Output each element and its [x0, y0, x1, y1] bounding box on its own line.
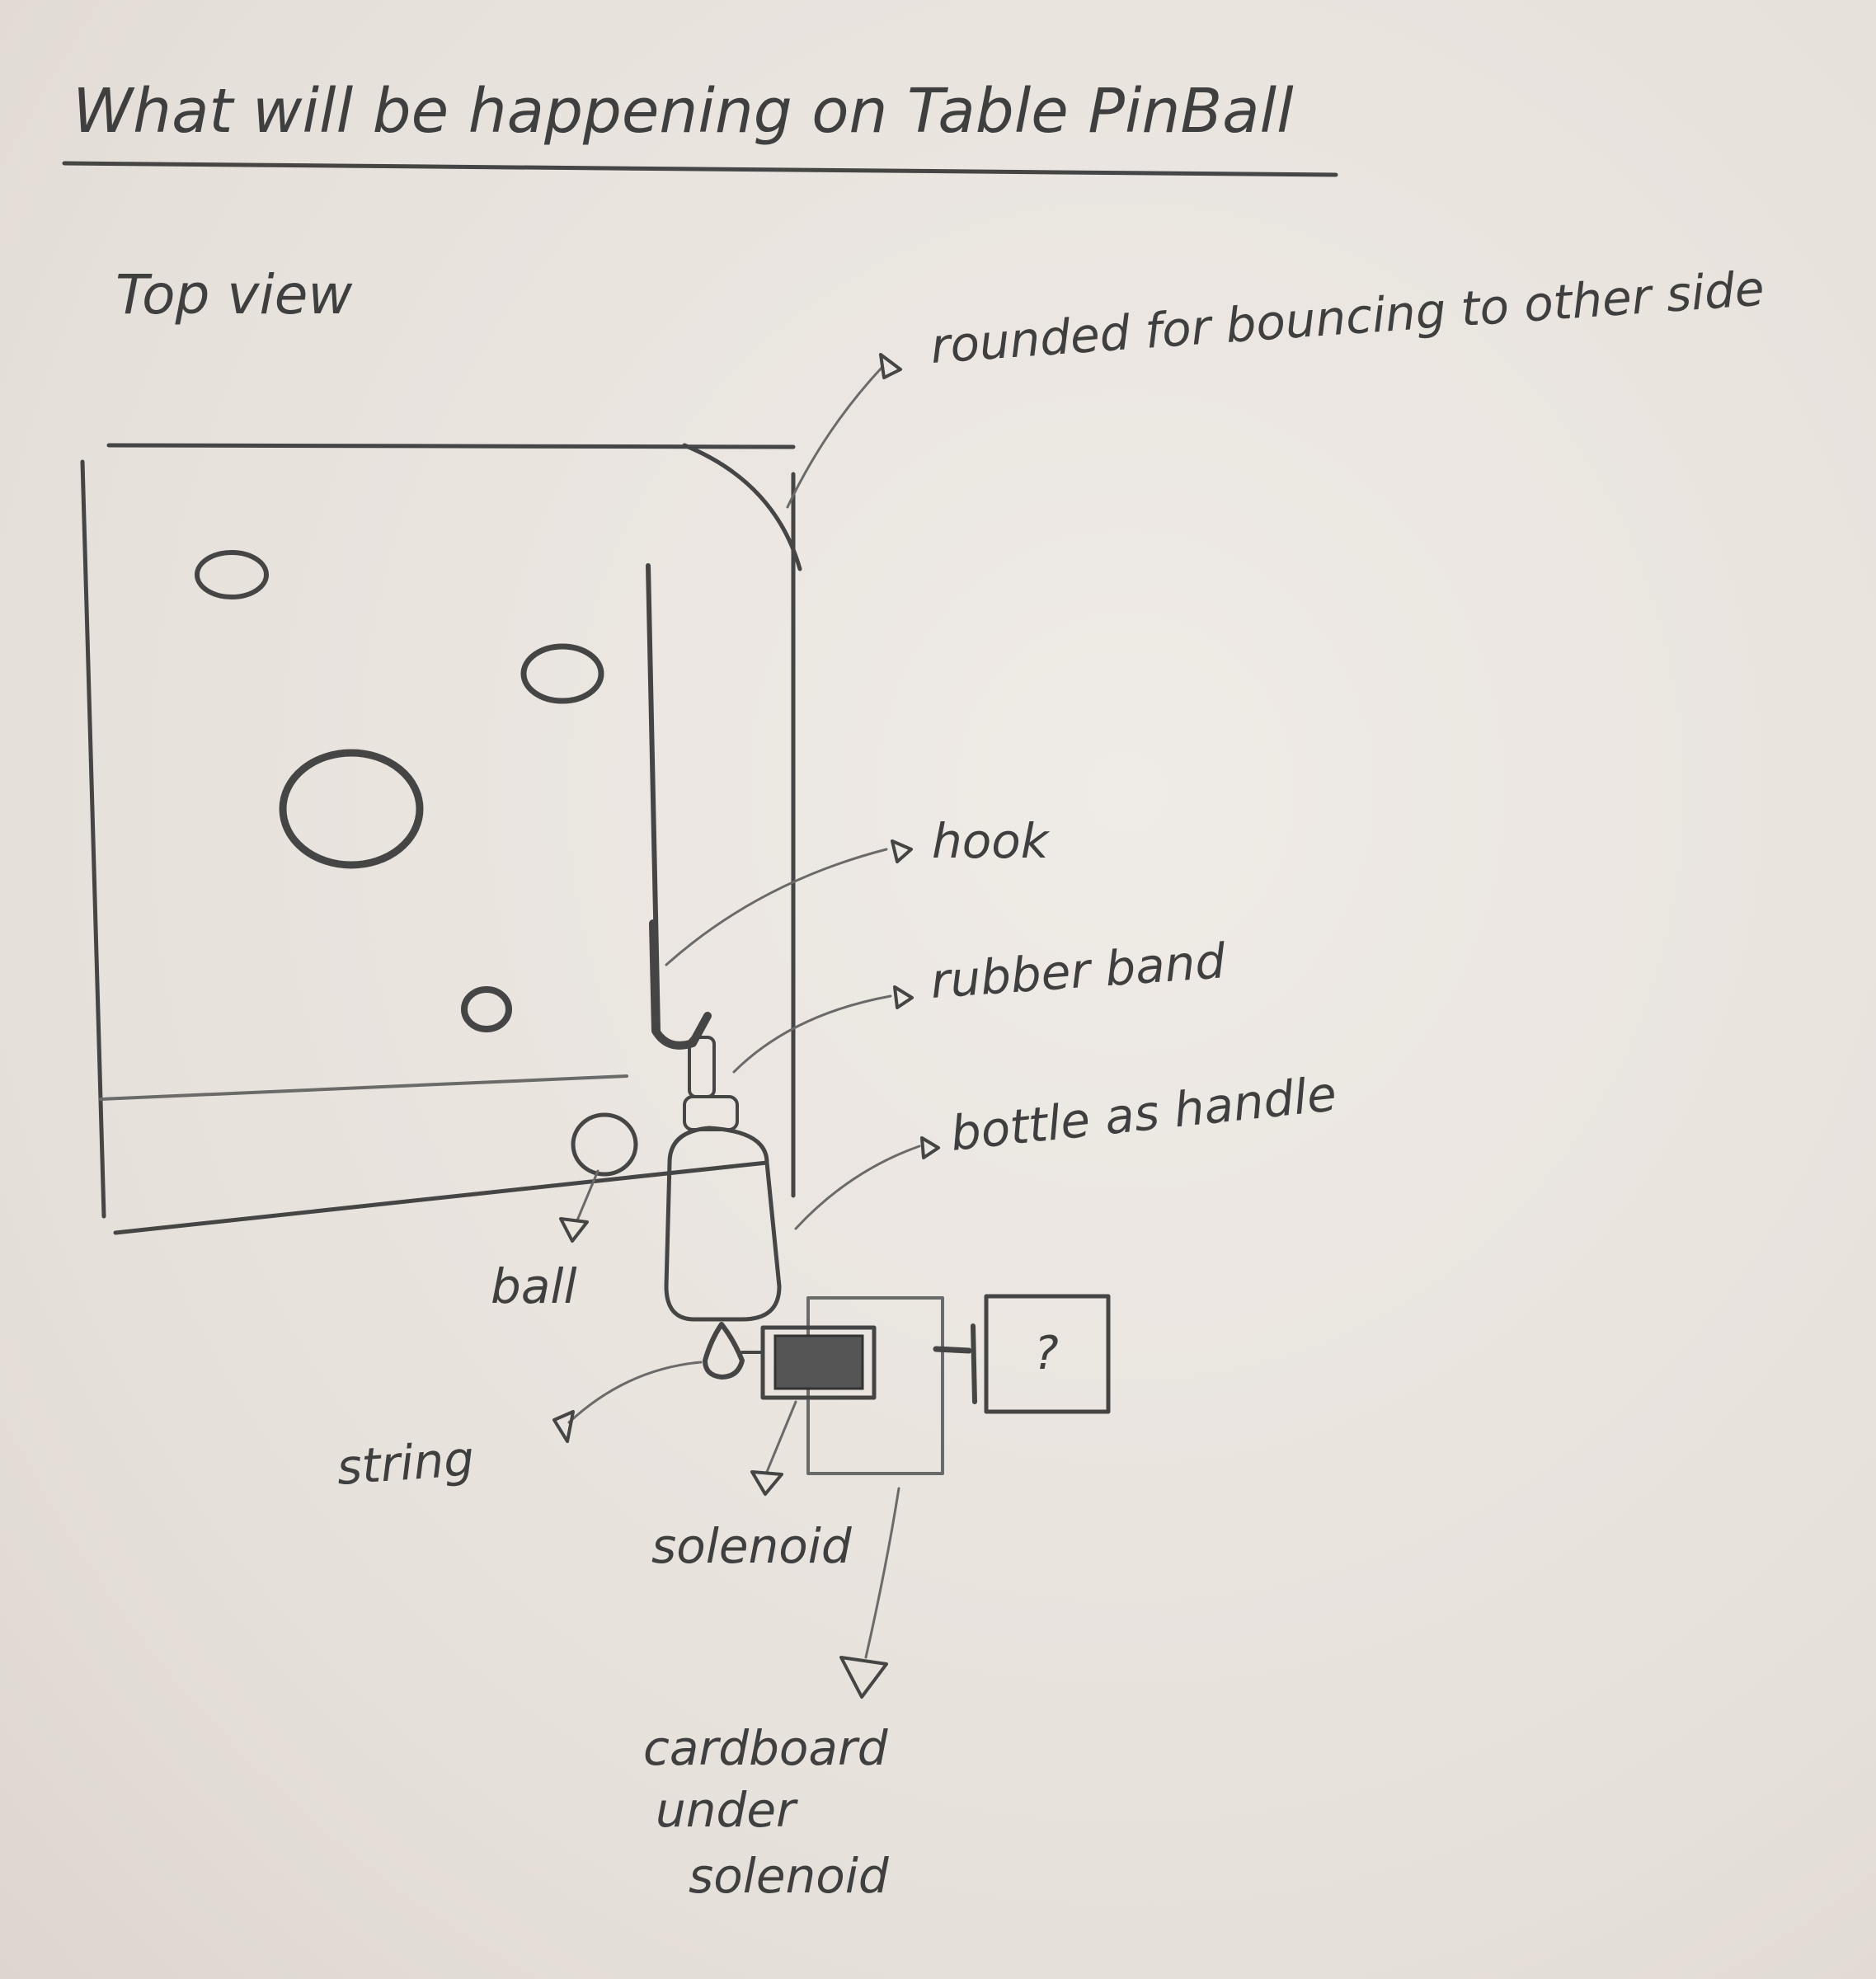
rounded-corner	[682, 443, 802, 571]
leader-ball	[576, 1169, 599, 1222]
unknown-box-label: ?	[1034, 1327, 1059, 1380]
leader-lines	[552, 353, 940, 1699]
unknown-box	[984, 1294, 1111, 1414]
leader-cardboard	[864, 1487, 900, 1659]
bottle-body	[664, 1126, 782, 1322]
leader-rounded	[786, 365, 884, 509]
bumper-small	[461, 986, 512, 1032]
label-cardboard-line2: under	[656, 1782, 798, 1838]
bumper	[520, 643, 604, 704]
bumper-large	[279, 749, 424, 869]
arrowhead	[879, 353, 902, 379]
table-top-edge	[106, 443, 796, 449]
title-underline	[62, 161, 1338, 177]
arrowhead	[750, 1470, 783, 1496]
leader-hook	[665, 848, 888, 966]
table-bottom-edge	[113, 1160, 769, 1235]
label-solenoid: solenoid	[651, 1518, 853, 1574]
arrowhead	[920, 1136, 940, 1159]
hook	[649, 919, 712, 1050]
solenoid-body	[760, 1325, 877, 1400]
label-string: string	[335, 1431, 476, 1496]
solenoid-coil	[773, 1334, 864, 1390]
label-ball: ball	[491, 1258, 577, 1314]
table-left-edge	[80, 459, 106, 1219]
ball	[571, 1112, 638, 1177]
bumper	[195, 550, 269, 599]
arrowhead	[891, 839, 913, 863]
table-inner-line	[99, 1074, 628, 1101]
connector	[933, 1346, 972, 1354]
leader-string	[567, 1361, 703, 1424]
arrowhead	[893, 985, 914, 1009]
pinball-table	[80, 443, 802, 1235]
label-cardboard-line1: cardboard	[643, 1720, 889, 1776]
connector-plate	[971, 1323, 977, 1404]
arrowhead	[552, 1410, 575, 1443]
string-knot	[703, 1322, 745, 1380]
label-rounded: rounded for bouncing to other side	[929, 260, 1766, 374]
bottle-cap	[683, 1095, 739, 1131]
leader-rubber-band	[732, 994, 892, 1074]
leader-solenoid	[765, 1400, 797, 1474]
diagram-title: What will be happening on Table PinBall	[73, 76, 1294, 147]
label-cardboard-line3: solenoid	[689, 1848, 890, 1904]
arrowhead	[559, 1217, 589, 1243]
leader-bottle	[794, 1145, 921, 1230]
label-hook: hook	[932, 813, 1051, 869]
solenoid-assembly	[703, 1296, 977, 1475]
view-label: Top view	[115, 263, 353, 327]
bumpers	[195, 550, 604, 1032]
arrowhead	[839, 1656, 888, 1699]
bottle-handle	[664, 1095, 782, 1322]
label-bottle: bottle as handle	[947, 1065, 1338, 1162]
label-rubber-band: rubber band	[929, 933, 1228, 1009]
